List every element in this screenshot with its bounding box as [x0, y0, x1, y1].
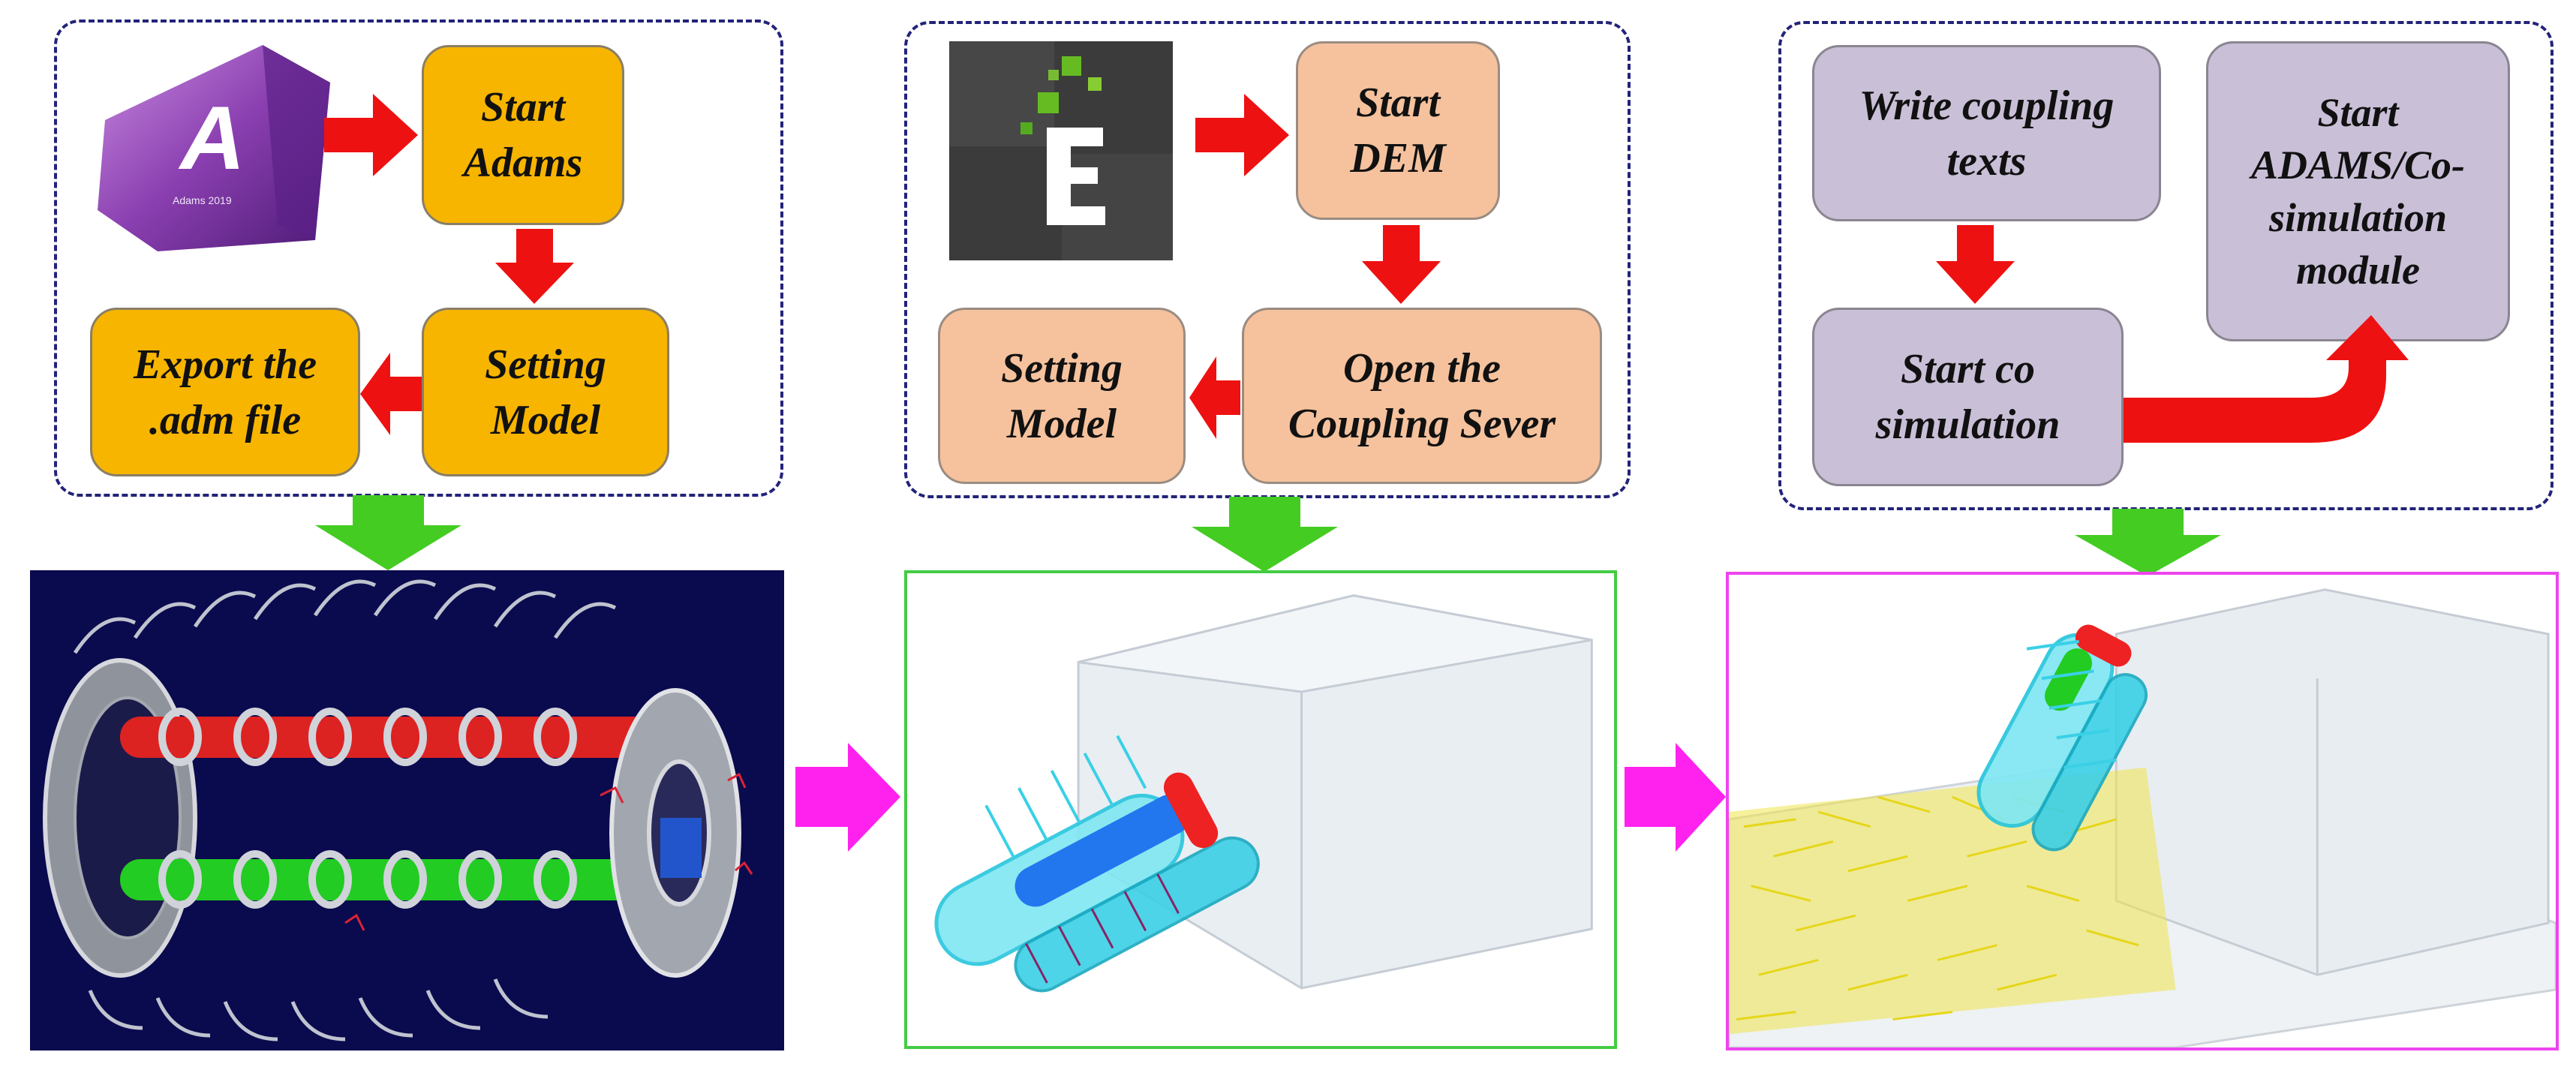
- start-co-simulation-box: Start co simulation: [1812, 308, 2124, 486]
- open-coupling-server-box: Open the Coupling Sever: [1242, 308, 1602, 484]
- cosim-result-view: [1726, 572, 2559, 1050]
- export-adm-file-box: Export the .adm file: [90, 308, 360, 476]
- setting-model-box-adams: Setting Model: [422, 308, 669, 476]
- start-dem-box: Start DEM: [1296, 41, 1500, 220]
- arrow-write-to-start-co: [1936, 225, 2015, 304]
- arrow-start-co-to-module: [2124, 315, 2409, 443]
- arrow-adams-to-model-view: [315, 495, 461, 570]
- start-cosim-module-box: Start ADAMS/Co- simulation module: [2206, 41, 2510, 341]
- svg-text:A: A: [178, 88, 245, 188]
- arrow-dem-to-cosim: [1625, 743, 1726, 852]
- arrow-logo-to-start-adams: [324, 94, 418, 176]
- adams-logo-icon: A Adams 2019: [98, 45, 330, 251]
- arrow-start-to-open-dem: [1362, 225, 1441, 304]
- arrow-open-to-setting-dem: [1189, 356, 1240, 439]
- adams-model-view: [30, 570, 784, 1050]
- arrow-dem-to-dem-view: [1192, 497, 1338, 572]
- arrow-setting-to-export: [360, 353, 422, 435]
- arrow-logo-to-start-dem: [1195, 94, 1289, 176]
- dem-simulation-view: [904, 570, 1617, 1049]
- adams-logo-caption: Adams 2019: [173, 194, 232, 206]
- arrow-cosim-to-result-view: [2075, 509, 2221, 576]
- start-adams-box: Start Adams: [422, 45, 624, 225]
- arrow-start-to-setting-adams: [495, 229, 574, 304]
- tines: [73, 579, 617, 1041]
- setting-model-box-dem: Setting Model: [938, 308, 1186, 484]
- edem-logo-icon: [949, 41, 1173, 260]
- arrow-adams-to-dem: [795, 743, 900, 852]
- write-coupling-texts-box: Write coupling texts: [1812, 45, 2161, 221]
